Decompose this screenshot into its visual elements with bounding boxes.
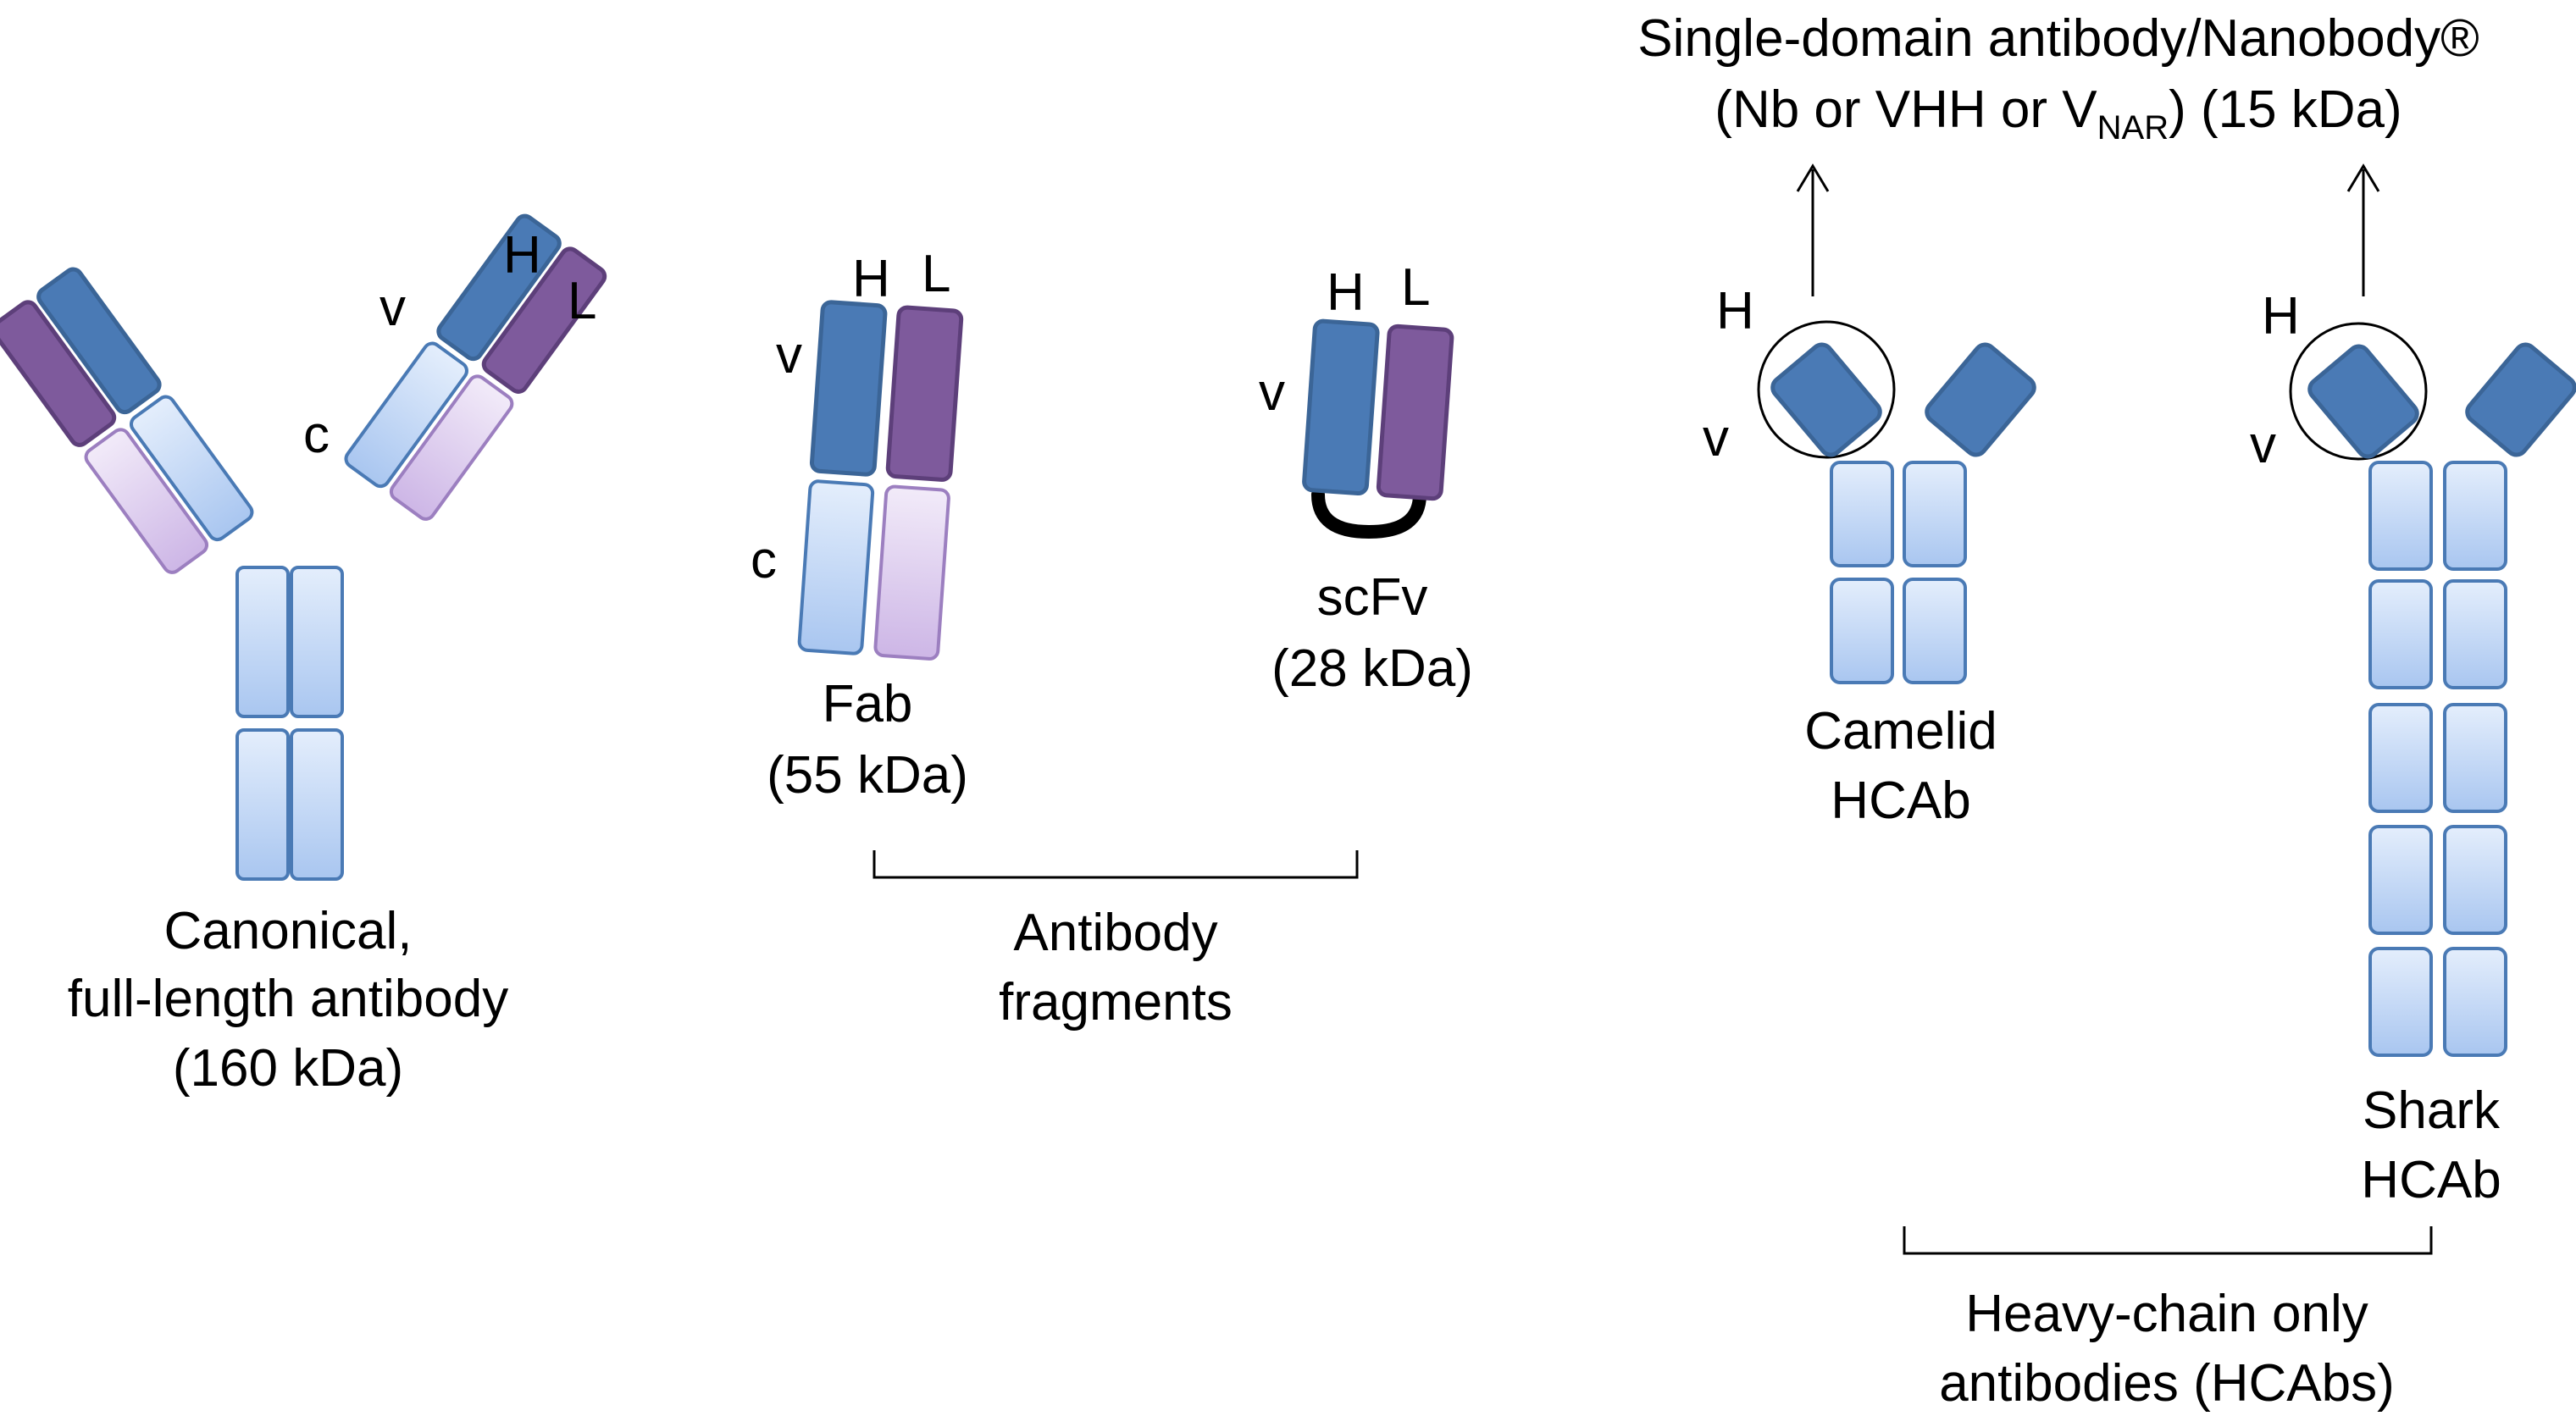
canonical-caption-line1: Canonical,	[164, 902, 413, 960]
shark-caption-line2: HCAb	[2361, 1151, 2501, 1209]
shark-constant-domain	[2368, 947, 2433, 1057]
shark-constant-domain	[2443, 461, 2507, 571]
canonical-antibody: v H L c Canonical, full-length antibody …	[0, 213, 607, 1098]
canonical-left-heavy-variable-domain	[36, 267, 162, 415]
shark-constant-domain	[2368, 825, 2433, 935]
canonical-right-light-constant-domain	[389, 374, 514, 521]
fab-caption-line2: (55 kDa)	[767, 746, 968, 805]
camelid-constant-domain	[1830, 578, 1894, 684]
scfv-heavy-variable-domain	[1302, 318, 1380, 496]
shark-h-label: H	[2262, 287, 2300, 346]
canonical-caption-line2: full-length antibody	[68, 970, 508, 1028]
canonical-right-arm	[344, 213, 607, 521]
camelid-arrow-head	[1796, 163, 1830, 192]
shark-constant-domain	[2368, 703, 2433, 813]
camelid-caption-line2: HCAb	[1831, 772, 1970, 830]
shark-hcab: H v Shark HCAb	[2250, 163, 2576, 1209]
fab-domains	[797, 300, 964, 661]
camelid-v-label: v	[1703, 409, 1729, 467]
fragments-group-line2: fragments	[999, 973, 1233, 1032]
fab-l-label: L	[922, 245, 950, 303]
scfv-domains	[1302, 318, 1454, 501]
camelid-vhh-domain	[1925, 342, 2036, 457]
shark-constant-domain	[2368, 579, 2433, 689]
canonical-right-heavy-variable-domain	[436, 213, 562, 362]
shark-vnar-domain	[2307, 344, 2419, 459]
camelid-constant-domain	[1903, 578, 1967, 684]
shark-constant-domain	[2443, 703, 2507, 813]
canonical-h-label: H	[503, 226, 541, 285]
canonical-fc-domain	[235, 566, 290, 718]
hcab-group-line1: Heavy-chain only	[1965, 1285, 2368, 1343]
shark-constant-domain	[2368, 461, 2433, 571]
canonical-c-label: c	[303, 406, 330, 464]
hcab-bracket: Heavy-chain only antibodies (HCAbs)	[1903, 1226, 2433, 1413]
shark-v-label: v	[2250, 416, 2276, 474]
camelid-vhh-domain	[1770, 342, 1882, 457]
shark-caption-line1: Shark	[2363, 1081, 2501, 1140]
fab-h-label: H	[852, 250, 890, 308]
fab-light-variable-domain	[885, 305, 964, 482]
scfv-light-variable-domain	[1376, 324, 1454, 501]
scfv-v-label: v	[1259, 363, 1285, 422]
scfv-caption-line2: (28 kDa)	[1271, 639, 1473, 698]
fab-light-constant-domain	[873, 484, 950, 661]
scfv-l-label: L	[1401, 258, 1430, 317]
fragments-bracket: Antibody fragments	[873, 850, 1359, 1032]
scfv-fragment: v H L scFv (28 kDa)	[1259, 258, 1473, 698]
nanobody-title-line2: (Nb or VHH or VNAR) (15 kDa)	[1715, 80, 2401, 147]
canonical-left-light-constant-domain	[84, 428, 209, 574]
fab-v-label: v	[776, 326, 802, 384]
canonical-l-label: L	[568, 272, 596, 330]
canonical-left-light-variable-domain	[0, 300, 117, 447]
nanobody-title-subscript: NAR	[2097, 109, 2169, 147]
nanobody-title-line2-start: (Nb or VHH or V	[1715, 80, 2097, 139]
camelid-constant-domain	[1903, 461, 1967, 567]
canonical-v-label: v	[379, 279, 406, 337]
fab-heavy-variable-domain	[809, 300, 888, 477]
camelid-vhh-highlight-circle	[1757, 320, 1896, 459]
fab-heavy-constant-domain	[797, 479, 875, 655]
fab-caption-line1: Fab	[823, 675, 913, 733]
fragments-group-line1: Antibody	[1013, 904, 1217, 962]
scfv-h-label: H	[1327, 263, 1365, 322]
nanobody-title: Single-domain antibody/Nanobody® (Nb or …	[1637, 9, 2479, 147]
shark-constant-domain	[2443, 947, 2507, 1057]
camelid-hcab: H v Camelid HCAb	[1703, 163, 2036, 830]
canonical-caption-line3: (160 kDa)	[173, 1039, 403, 1098]
shark-constant-domain	[2443, 579, 2507, 689]
shark-vnar-domain	[2465, 342, 2576, 457]
hcab-group-line2: antibodies (HCAbs)	[1939, 1354, 2395, 1413]
canonical-right-light-variable-domain	[481, 246, 607, 394]
nanobody-title-line2-end: ) (15 kDa)	[2169, 80, 2402, 139]
camelid-constant-domain	[1830, 461, 1894, 567]
canonical-fc-domain	[290, 728, 344, 881]
shark-constant-domain	[2443, 825, 2507, 935]
fab-fragment: v H L c Fab (55 kDa)	[751, 245, 968, 805]
canonical-fc-domain	[290, 566, 344, 718]
camelid-h-label: H	[1716, 282, 1754, 340]
nanobody-title-line1: Single-domain antibody/Nanobody®	[1637, 9, 2479, 68]
scfv-linker	[1311, 488, 1426, 539]
canonical-fc-domain	[235, 728, 290, 881]
fragments-bracket-line	[873, 850, 1359, 879]
scfv-caption-line1: scFv	[1317, 568, 1428, 627]
camelid-caption-line1: Camelid	[1804, 702, 1997, 761]
canonical-left-arm	[0, 267, 254, 574]
hcab-bracket-line	[1903, 1226, 2433, 1255]
canonical-right-heavy-constant-domain	[344, 341, 468, 489]
shark-arrow-head	[2346, 163, 2380, 192]
shark-vnar-highlight-circle	[2289, 322, 2428, 461]
canonical-left-heavy-constant-domain	[129, 395, 254, 542]
fab-c-label: c	[751, 531, 777, 589]
